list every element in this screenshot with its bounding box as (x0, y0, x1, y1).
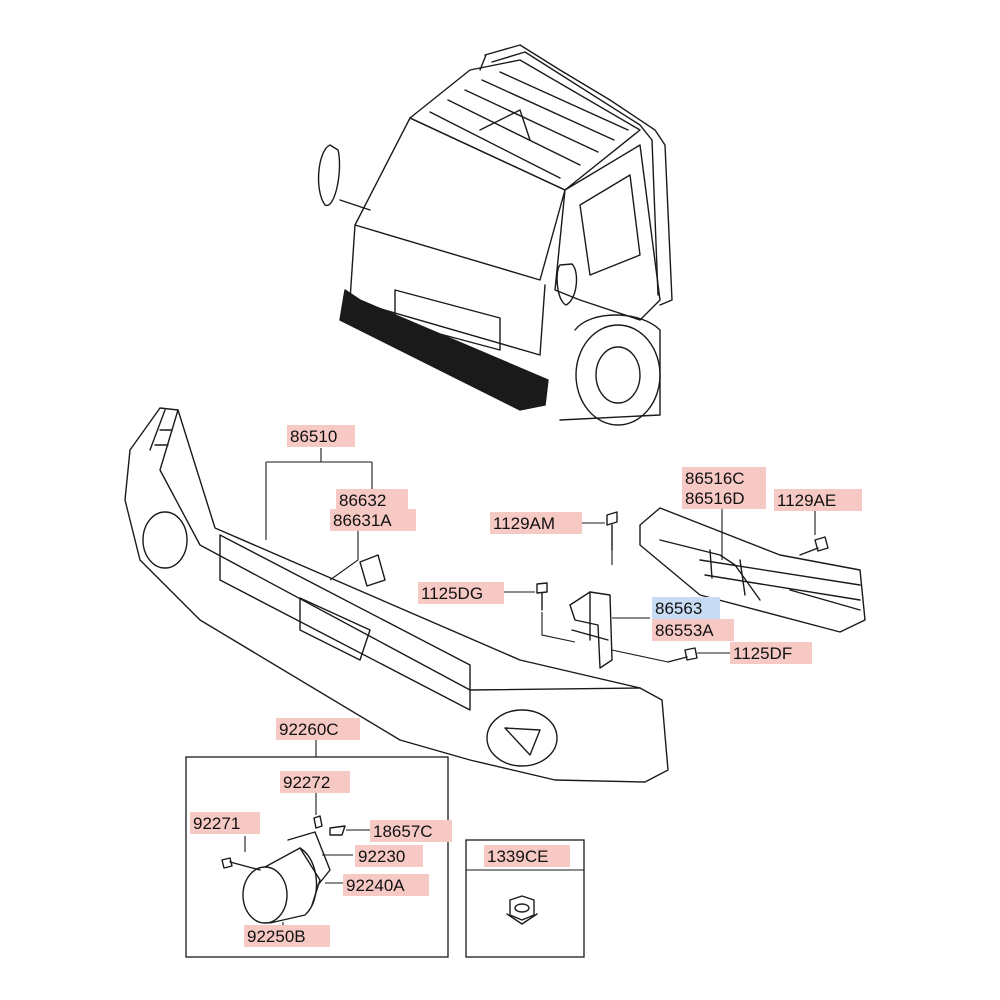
callout-86516d: 86516D (682, 487, 766, 509)
bolt-1125DG-icon (536, 582, 548, 611)
callout-label-text: 92271 (193, 814, 240, 833)
callout-86631a: 86631A (330, 509, 416, 531)
callout-label-text: 1129AE (777, 491, 836, 510)
callout-1339ce: 1339CE (484, 845, 570, 867)
callout-86553a: 86553A (652, 619, 734, 641)
bolt-1129AE-icon (799, 536, 829, 556)
callout-label-background (730, 642, 812, 664)
callout-label-background (774, 489, 862, 511)
callout-label-background (682, 487, 766, 509)
callout-92250b: 92250B (244, 925, 330, 947)
callout-92230: 92230 (355, 845, 423, 867)
callout-label-background (484, 845, 570, 867)
callout-label-text: 92250B (247, 927, 306, 946)
callout-label-background (652, 619, 734, 641)
callout-label-background (280, 771, 350, 793)
callout-label-background (682, 467, 766, 489)
callout-label-text: 1125DF (733, 644, 792, 663)
nut-1339CE-icon (506, 895, 538, 925)
callout-92272: 92272 (280, 771, 350, 793)
callout-label-text: 92272 (283, 773, 330, 792)
callout-label-text: 86516C (685, 469, 745, 488)
leader-lines (265, 448, 816, 663)
callout-label-text: 86553A (655, 621, 714, 640)
front-bumper-illustration (124, 407, 669, 783)
callout-label-text: 92240A (346, 876, 405, 895)
callout-92271: 92271 (190, 812, 260, 834)
callout-label-text: 86563 (655, 599, 702, 618)
callout-86563: 86563 (652, 597, 720, 619)
callout-label-background (418, 582, 504, 604)
callout-label-text: 1125DG (421, 584, 483, 603)
mounting-bracket-illustration (569, 507, 866, 669)
fog-lamp-assembly-box (185, 740, 449, 958)
callout-label-background (276, 718, 360, 740)
clip-86632-icon (359, 554, 386, 587)
callout-label-background (343, 874, 429, 896)
callout-1125dg: 1125DG (418, 582, 504, 604)
callout-label-background (370, 820, 452, 842)
callout-1129am: 1129AM (490, 512, 582, 534)
nut-box (465, 839, 585, 958)
callout-label-background (287, 425, 355, 447)
truck-cab-illustration (317, 44, 673, 426)
callout-86510: 86510 (287, 425, 355, 447)
callout-label-text: 86632 (339, 491, 386, 510)
callout-18657c: 18657C (370, 820, 452, 842)
callout-label-text: 92260C (279, 720, 339, 739)
callout-label-background (190, 812, 260, 834)
callout-label-background (244, 925, 330, 947)
callout-1129ae: 1129AE (774, 489, 862, 511)
callout-label-background (490, 512, 582, 534)
callout-label-text: 86510 (290, 427, 337, 446)
callout-92240a: 92240A (343, 874, 429, 896)
callout-label-background (336, 489, 408, 511)
callout-label-text: 1129AM (493, 514, 555, 533)
bolt-1125DF-icon (667, 647, 698, 663)
callout-label-background (652, 597, 720, 619)
callout-label-background (355, 845, 423, 867)
callout-1125df: 1125DF (730, 642, 812, 664)
callout-label-text: 1339CE (487, 847, 548, 866)
callout-label-text: 18657C (373, 822, 433, 841)
callout-label-text: 86516D (685, 489, 745, 508)
callout-label-background (330, 509, 416, 531)
callout-92260c: 92260C (276, 718, 360, 740)
bolt-1129AM-icon (606, 511, 618, 551)
callout-label-text: 92230 (358, 847, 405, 866)
callout-86632: 86632 (336, 489, 408, 511)
callout-86516c: 86516C (682, 467, 766, 489)
callout-label-text: 86631A (333, 511, 392, 530)
